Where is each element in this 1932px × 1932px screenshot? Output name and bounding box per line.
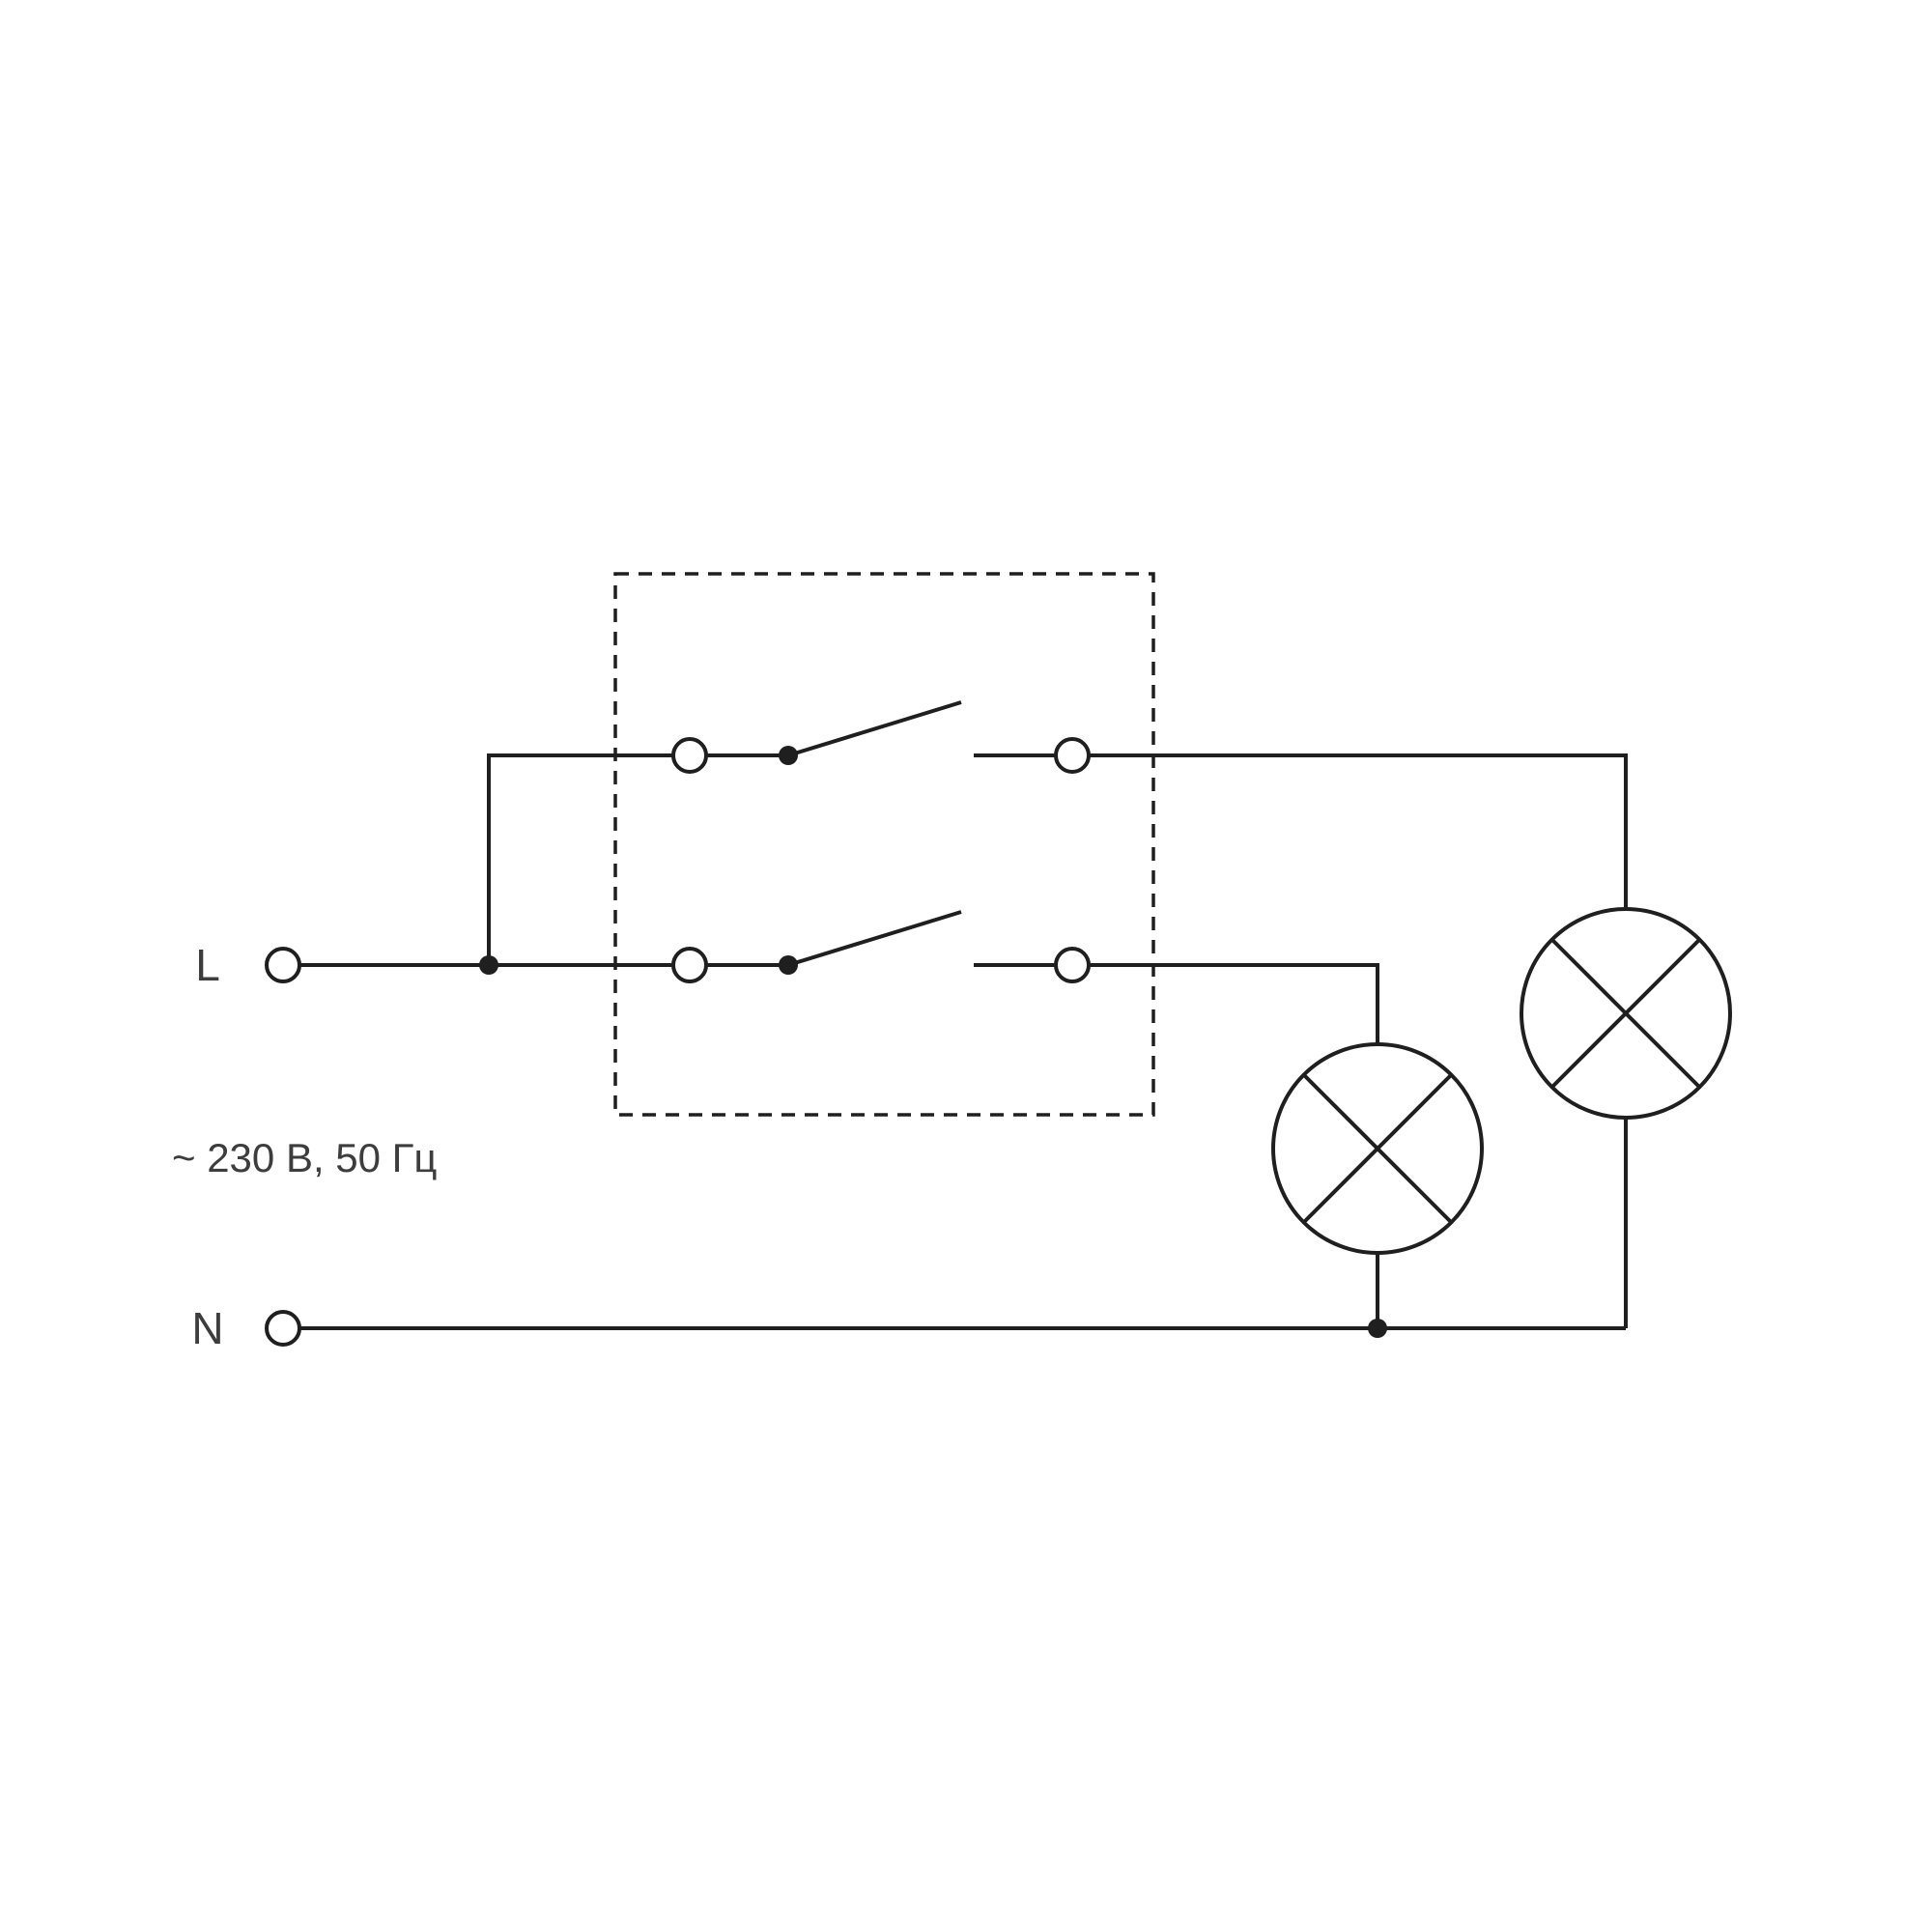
lamp-2-cross-line-2 [1550, 938, 1701, 1089]
lamp-1-icon [1271, 1042, 1484, 1255]
switch-2-pivot-dot [779, 955, 798, 975]
switch-2 [671, 910, 1091, 983]
switch-1-lever [787, 700, 962, 757]
switch-1-input-terminal [671, 737, 708, 774]
switch-2-lever [787, 910, 962, 967]
lamp-2-icon [1520, 907, 1732, 1120]
rating-label: ~ 230 В, 50 Гц [172, 1135, 437, 1180]
switch-2-to-lamp-1-wire [1089, 963, 1379, 1044]
phase-label: L [195, 940, 220, 990]
neutral-junction-dot [1368, 1319, 1387, 1338]
phase-branch-wire [487, 753, 673, 965]
switch-2-input-terminal [671, 947, 708, 983]
switch-1-output-terminal [1054, 737, 1091, 774]
neutral-label: N [191, 1303, 223, 1353]
switch-1-pivot-dot [779, 746, 798, 765]
switch-1-to-lamp-2-wire [1089, 753, 1628, 909]
phase-junction-dot [479, 955, 498, 975]
switch-2-output-terminal [1054, 947, 1091, 983]
lamp-1-cross-line-2 [1302, 1073, 1453, 1224]
neutral-terminal [265, 1310, 301, 1347]
switch-unit-enclosure [613, 572, 1155, 1117]
phase-terminal [265, 947, 301, 983]
switch-1 [671, 700, 1091, 774]
